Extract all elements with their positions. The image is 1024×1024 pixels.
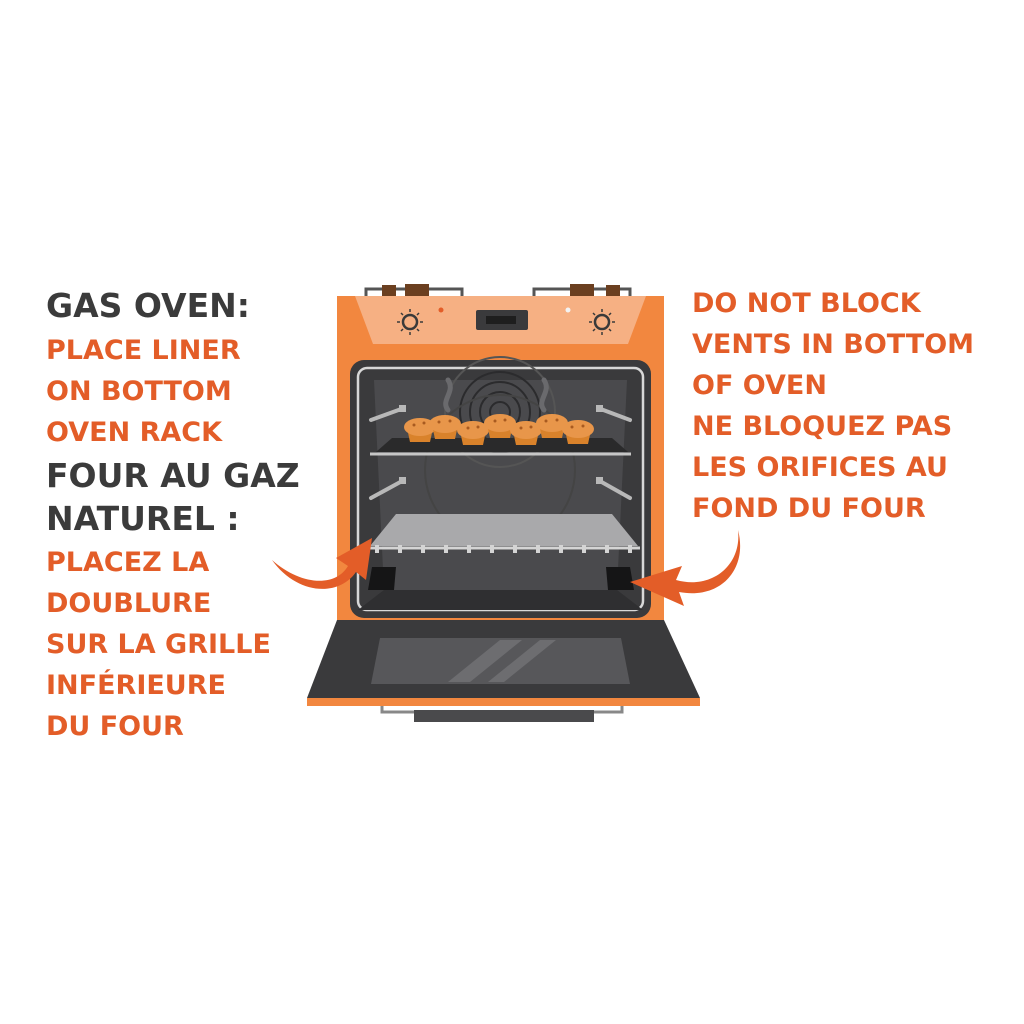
arrow-icon [272, 538, 372, 589]
muffins [404, 414, 594, 445]
bottom-vent-left [368, 567, 396, 590]
orifices-line-2: LES ORIFICES AU [692, 452, 948, 483]
four-gaz-line-2: DOUBLURE [46, 588, 212, 619]
display-digits [486, 316, 516, 324]
burner-cap [606, 285, 620, 296]
burner-cap [382, 285, 396, 296]
door-window [371, 638, 630, 684]
bottom-vent-right [606, 567, 634, 590]
four-gaz-heading-line-1: FOUR AU GAZ [46, 456, 300, 495]
rail-stud [399, 477, 406, 484]
door-trim [307, 698, 700, 706]
burner-cap [405, 284, 429, 296]
orifices-line-3: FOND DU FOUR [692, 493, 926, 524]
four-gaz-line-3: SUR LA GRILLE [46, 629, 271, 660]
control-knob-icon [589, 309, 615, 335]
orifices-line-1: NE BLOQUEZ PAS [692, 411, 953, 442]
four-gaz-line-4: INFÉRIEURE [46, 670, 226, 701]
rack-teeth [375, 545, 632, 553]
oven-back-wall [374, 380, 627, 590]
four-gaz-heading-line-2: NATUREL : [46, 499, 240, 538]
muffin-icon [457, 421, 489, 445]
gas-oven-line-3: OVEN RACK [46, 417, 222, 448]
steam-icon [443, 377, 549, 413]
muffin-icon [484, 414, 516, 438]
arrow-icon [630, 530, 741, 606]
rail-stud [399, 405, 406, 412]
muffin-icon [536, 414, 568, 438]
four-gaz-line-1: PLACEZ LA [46, 547, 210, 578]
indicator-light [565, 307, 571, 313]
window-glare [448, 640, 556, 682]
gas-oven-heading: GAS OVEN: [46, 286, 250, 325]
door-handle-bar [414, 710, 594, 722]
rail-stud [596, 477, 603, 484]
baking-tray [376, 438, 628, 452]
muffin-icon [404, 418, 436, 442]
control-knob-icon [397, 309, 423, 335]
gas-oven-line-1: PLACE LINER [46, 335, 241, 366]
vents-line-3: OF OVEN [692, 370, 827, 401]
oven-floor [358, 590, 643, 610]
burner-cap [570, 284, 594, 296]
muffin-icon [562, 420, 594, 444]
oven-liner [370, 514, 638, 546]
rack-rails [369, 406, 632, 500]
rail-stud [596, 405, 603, 412]
muffin-icon [510, 421, 542, 445]
indicator-light [438, 307, 444, 313]
gas-oven-line-2: ON BOTTOM [46, 376, 232, 407]
vents-line-2: VENTS IN BOTTOM [692, 329, 975, 360]
vents-line-1: DO NOT BLOCK [692, 288, 921, 319]
four-gaz-line-5: DU FOUR [46, 711, 184, 742]
muffin-icon [429, 415, 461, 439]
